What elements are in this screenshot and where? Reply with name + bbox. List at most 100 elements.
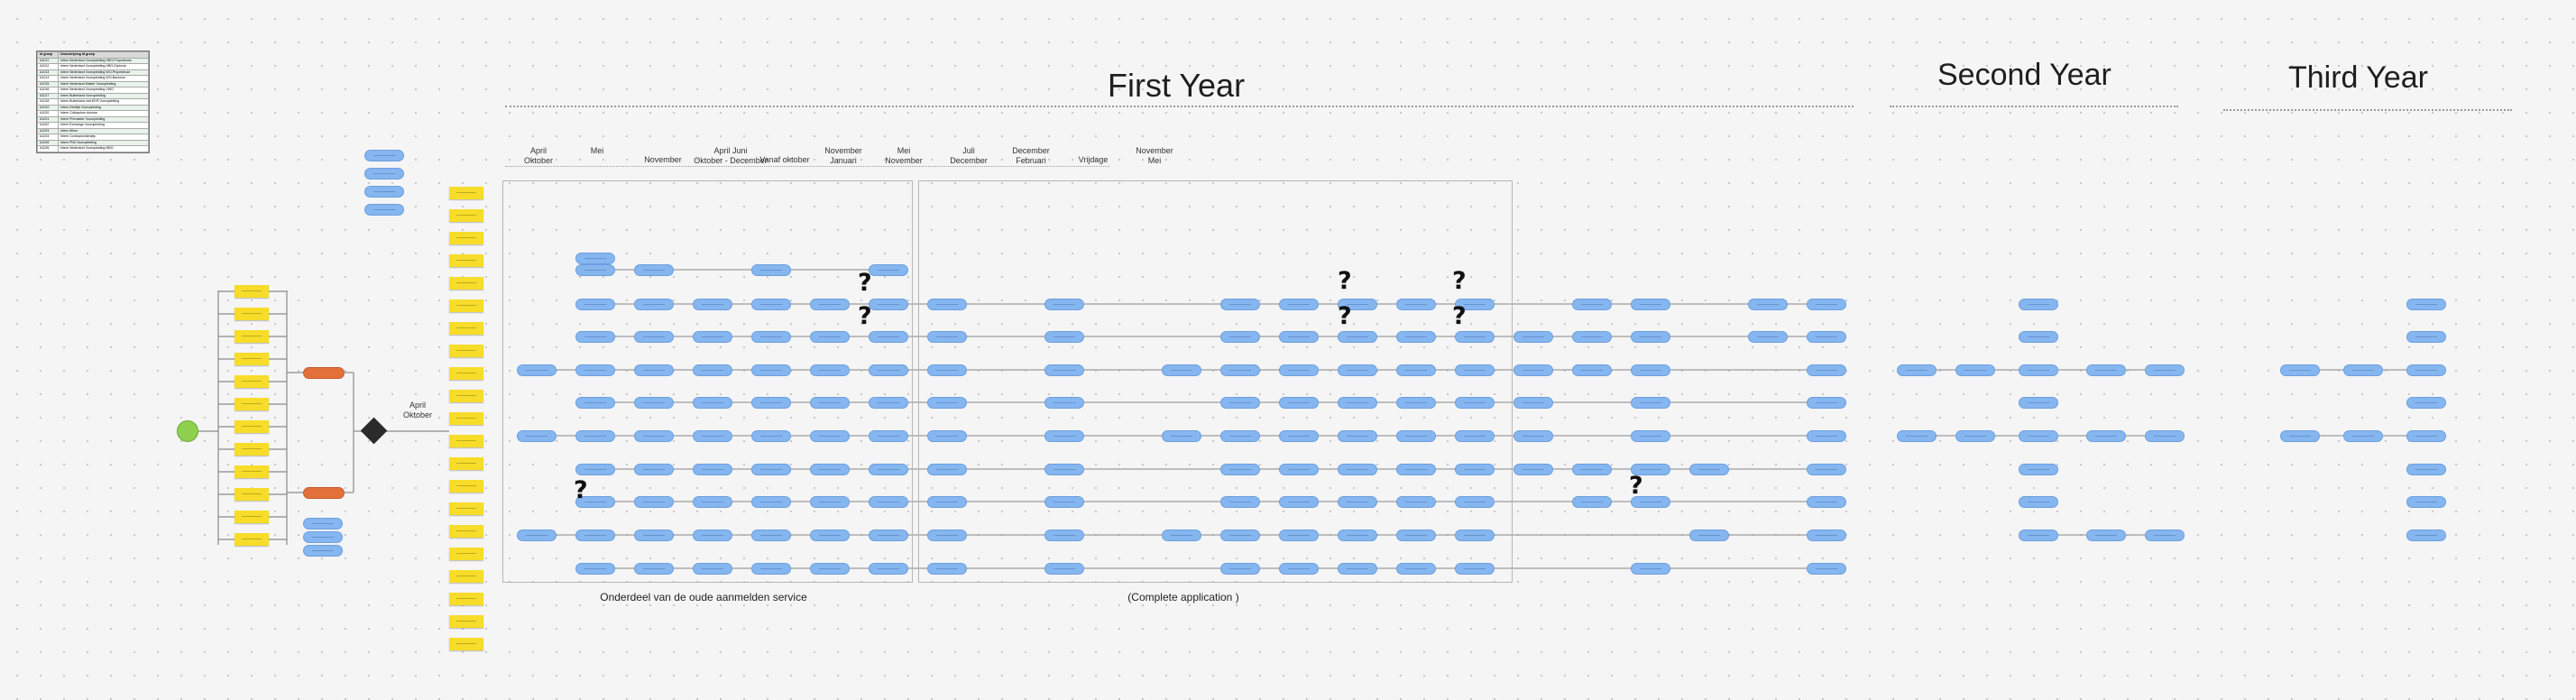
activity-pill[interactable] <box>1513 430 1553 442</box>
output-pill[interactable] <box>303 531 343 543</box>
column-sticky-note[interactable] <box>449 615 483 628</box>
task-sticky-note[interactable] <box>235 398 269 410</box>
column-sticky-note[interactable] <box>449 525 483 538</box>
column-sticky-note[interactable] <box>449 254 483 267</box>
task-sticky-note[interactable] <box>235 285 269 298</box>
activity-pill[interactable] <box>634 331 674 343</box>
activity-pill[interactable] <box>634 530 674 541</box>
activity-pill[interactable] <box>810 299 850 310</box>
activity-pill[interactable] <box>1513 397 1553 409</box>
activity-pill[interactable] <box>751 430 791 442</box>
activity-pill[interactable] <box>1572 496 1612 508</box>
activity-pill[interactable] <box>634 563 674 575</box>
activity-pill[interactable] <box>575 364 615 376</box>
activity-pill[interactable] <box>1044 530 1084 541</box>
third-year-pill[interactable] <box>2406 331 2446 343</box>
activity-pill[interactable] <box>1631 563 1670 575</box>
activity-pill[interactable] <box>1455 430 1495 442</box>
activity-pill[interactable] <box>1338 430 1377 442</box>
activity-pill[interactable] <box>634 299 674 310</box>
column-sticky-note[interactable] <box>449 502 483 515</box>
activity-pill[interactable] <box>1396 496 1436 508</box>
column-sticky-note[interactable] <box>449 277 483 290</box>
activity-pill[interactable] <box>869 464 908 475</box>
task-sticky-note[interactable] <box>235 443 269 456</box>
task-sticky-note[interactable] <box>235 511 269 523</box>
task-sticky-note[interactable] <box>235 330 269 343</box>
output-pill[interactable] <box>364 168 404 180</box>
activity-pill[interactable] <box>927 496 967 508</box>
activity-pill[interactable] <box>634 464 674 475</box>
activity-pill[interactable] <box>810 563 850 575</box>
activity-pill[interactable] <box>1572 364 1612 376</box>
activity-pill[interactable] <box>810 464 850 475</box>
column-sticky-note[interactable] <box>449 390 483 402</box>
column-sticky-note[interactable] <box>449 412 483 425</box>
column-sticky-note[interactable] <box>449 435 483 447</box>
activity-pill[interactable] <box>634 264 674 276</box>
activity-pill[interactable] <box>693 496 732 508</box>
column-sticky-note[interactable] <box>449 548 483 560</box>
task-sticky-note[interactable] <box>235 533 269 546</box>
activity-pill[interactable] <box>1044 430 1084 442</box>
activity-pill[interactable] <box>1513 364 1553 376</box>
activity-pill[interactable] <box>751 464 791 475</box>
second-year-pill[interactable] <box>1955 430 1995 442</box>
activity-pill[interactable] <box>1807 430 1846 442</box>
second-year-pill[interactable] <box>1897 430 1937 442</box>
activity-pill[interactable] <box>1162 364 1201 376</box>
second-year-pill[interactable] <box>2019 364 2058 376</box>
activity-pill[interactable] <box>1455 397 1495 409</box>
activity-pill[interactable] <box>1279 364 1319 376</box>
activity-pill[interactable] <box>1338 464 1377 475</box>
activity-pill[interactable] <box>1044 299 1084 310</box>
activity-pill[interactable] <box>575 331 615 343</box>
output-pill[interactable] <box>364 186 404 198</box>
activity-pill[interactable] <box>1807 364 1846 376</box>
activity-pill[interactable] <box>575 253 615 264</box>
third-year-pill[interactable] <box>2343 430 2383 442</box>
activity-pill[interactable] <box>1455 299 1495 310</box>
activity-pill[interactable] <box>1279 331 1319 343</box>
activity-pill[interactable] <box>1396 430 1436 442</box>
second-year-pill[interactable] <box>1955 364 1995 376</box>
activity-pill[interactable] <box>1689 464 1729 475</box>
activity-pill[interactable] <box>575 397 615 409</box>
activity-pill[interactable] <box>517 430 557 442</box>
activity-pill[interactable] <box>1279 530 1319 541</box>
activity-pill[interactable] <box>1338 364 1377 376</box>
activity-pill[interactable] <box>869 397 908 409</box>
activity-pill[interactable] <box>1279 299 1319 310</box>
activity-pill[interactable] <box>751 299 791 310</box>
activity-pill[interactable] <box>1220 530 1260 541</box>
activity-pill[interactable] <box>1572 299 1612 310</box>
second-year-pill[interactable] <box>2019 397 2058 409</box>
activity-pill[interactable] <box>810 331 850 343</box>
column-sticky-note[interactable] <box>449 367 483 380</box>
activity-pill[interactable] <box>693 364 732 376</box>
activity-pill[interactable] <box>1044 397 1084 409</box>
column-sticky-note[interactable] <box>449 187 483 199</box>
activity-pill[interactable] <box>810 496 850 508</box>
activity-pill[interactable] <box>1572 464 1612 475</box>
gateway-node-lower[interactable] <box>303 487 345 499</box>
activity-pill[interactable] <box>1279 464 1319 475</box>
activity-pill[interactable] <box>1455 530 1495 541</box>
activity-pill[interactable] <box>1162 530 1201 541</box>
second-year-pill[interactable] <box>2145 430 2185 442</box>
activity-pill[interactable] <box>869 299 908 310</box>
activity-pill[interactable] <box>1396 299 1436 310</box>
activity-pill[interactable] <box>1748 331 1788 343</box>
activity-pill[interactable] <box>1220 364 1260 376</box>
activity-pill[interactable] <box>1631 299 1670 310</box>
activity-pill[interactable] <box>1279 397 1319 409</box>
column-sticky-note[interactable] <box>449 570 483 583</box>
activity-pill[interactable] <box>1807 331 1846 343</box>
activity-pill[interactable] <box>927 464 967 475</box>
activity-pill[interactable] <box>693 464 732 475</box>
gateway-node-upper[interactable] <box>303 367 345 379</box>
column-sticky-note[interactable] <box>449 480 483 493</box>
activity-pill[interactable] <box>693 563 732 575</box>
activity-pill[interactable] <box>1396 331 1436 343</box>
second-year-pill[interactable] <box>2019 331 2058 343</box>
